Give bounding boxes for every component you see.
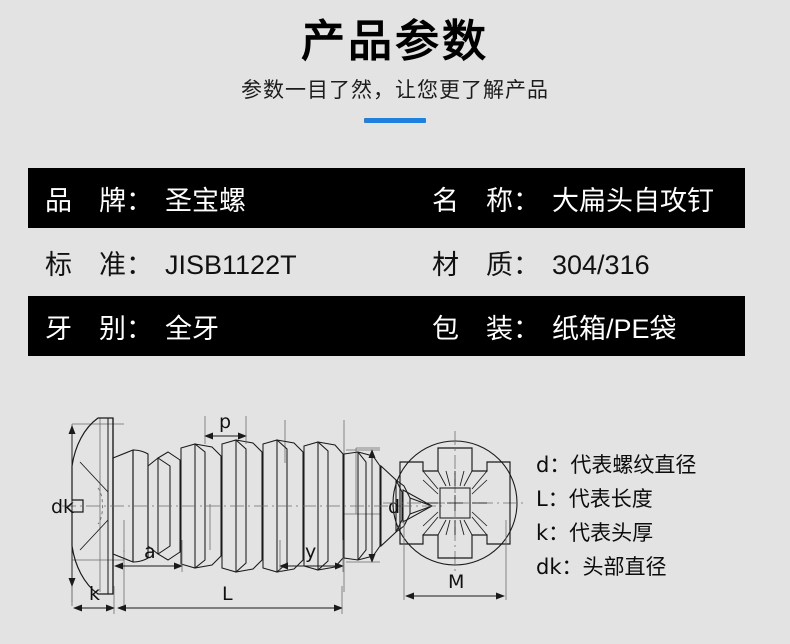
label-y: y: [305, 541, 316, 563]
table-row: 标 准： JISB1122T 材 质： 304/316: [28, 232, 745, 292]
table-row: 牙 别： 全牙 包 装： 纸箱/PE袋: [28, 296, 745, 356]
page-subtitle: 参数一目了然，让您更了解产品: [241, 79, 549, 102]
spec-cell-material: 材 质： 304/316: [410, 243, 745, 282]
spec-cell-brand: 品 牌： 圣宝螺: [28, 179, 410, 218]
spec-label: 牙 别：: [45, 313, 153, 344]
spec-value: 大扁头自攻钉: [552, 185, 714, 216]
page-header: 产品参数 参数一目了然，让您更了解产品: [0, 0, 790, 123]
page-title: 产品参数: [301, 16, 489, 67]
recess-flank-lines: [422, 470, 488, 536]
label-dk: dk: [51, 496, 74, 518]
label-k: k: [89, 583, 100, 605]
spec-label: 品 牌：: [45, 185, 153, 216]
legend-item-dk: dk：头部直径: [536, 555, 667, 579]
screw-drawing-svg: dk p a y d k L: [51, 411, 527, 614]
spec-value: JISB1122T: [165, 249, 297, 280]
technical-drawing: dk p a y d k L: [0, 400, 790, 644]
label-L: L: [222, 583, 233, 605]
spec-label: 材 质：: [432, 249, 540, 280]
spec-cell-thread-type: 牙 别： 全牙: [28, 307, 410, 346]
legend-list: d：代表螺纹直径 L：代表长度 k：代表头厚 dk：头部直径: [536, 448, 786, 584]
label-a: a: [144, 541, 156, 563]
spec-value: 全牙: [165, 313, 219, 344]
accent-divider: [364, 118, 426, 123]
cross-recess-outline: [399, 447, 511, 559]
label-p: p: [219, 411, 231, 433]
spec-value: 纸箱/PE袋: [552, 313, 677, 344]
top-view: [383, 431, 527, 600]
spec-value: 304/316: [552, 249, 650, 280]
table-row: 品 牌： 圣宝螺 名 称： 大扁头自攻钉: [28, 168, 745, 228]
label-M: M: [448, 571, 464, 593]
spec-cell-standard: 标 准： JISB1122T: [28, 243, 410, 282]
spec-label: 包 装：: [432, 313, 540, 344]
spec-table: 品 牌： 圣宝螺 名 称： 大扁头自攻钉 标 准： JISB1122T 材 质：…: [28, 168, 745, 356]
spec-cell-packaging: 包 装： 纸箱/PE袋: [410, 307, 745, 346]
spec-value: 圣宝螺: [165, 185, 246, 216]
legend-item-d: d：代表螺纹直径: [536, 453, 697, 477]
spec-cell-name: 名 称： 大扁头自攻钉: [410, 179, 745, 218]
legend-item-k: k：代表头厚: [536, 521, 654, 545]
witness-lines: [71, 418, 380, 606]
legend-item-L: L：代表长度: [536, 487, 653, 511]
label-d: d: [388, 496, 400, 518]
spec-label: 名 称：: [432, 185, 540, 216]
side-view: [62, 416, 442, 614]
spec-label: 标 准：: [45, 249, 153, 280]
